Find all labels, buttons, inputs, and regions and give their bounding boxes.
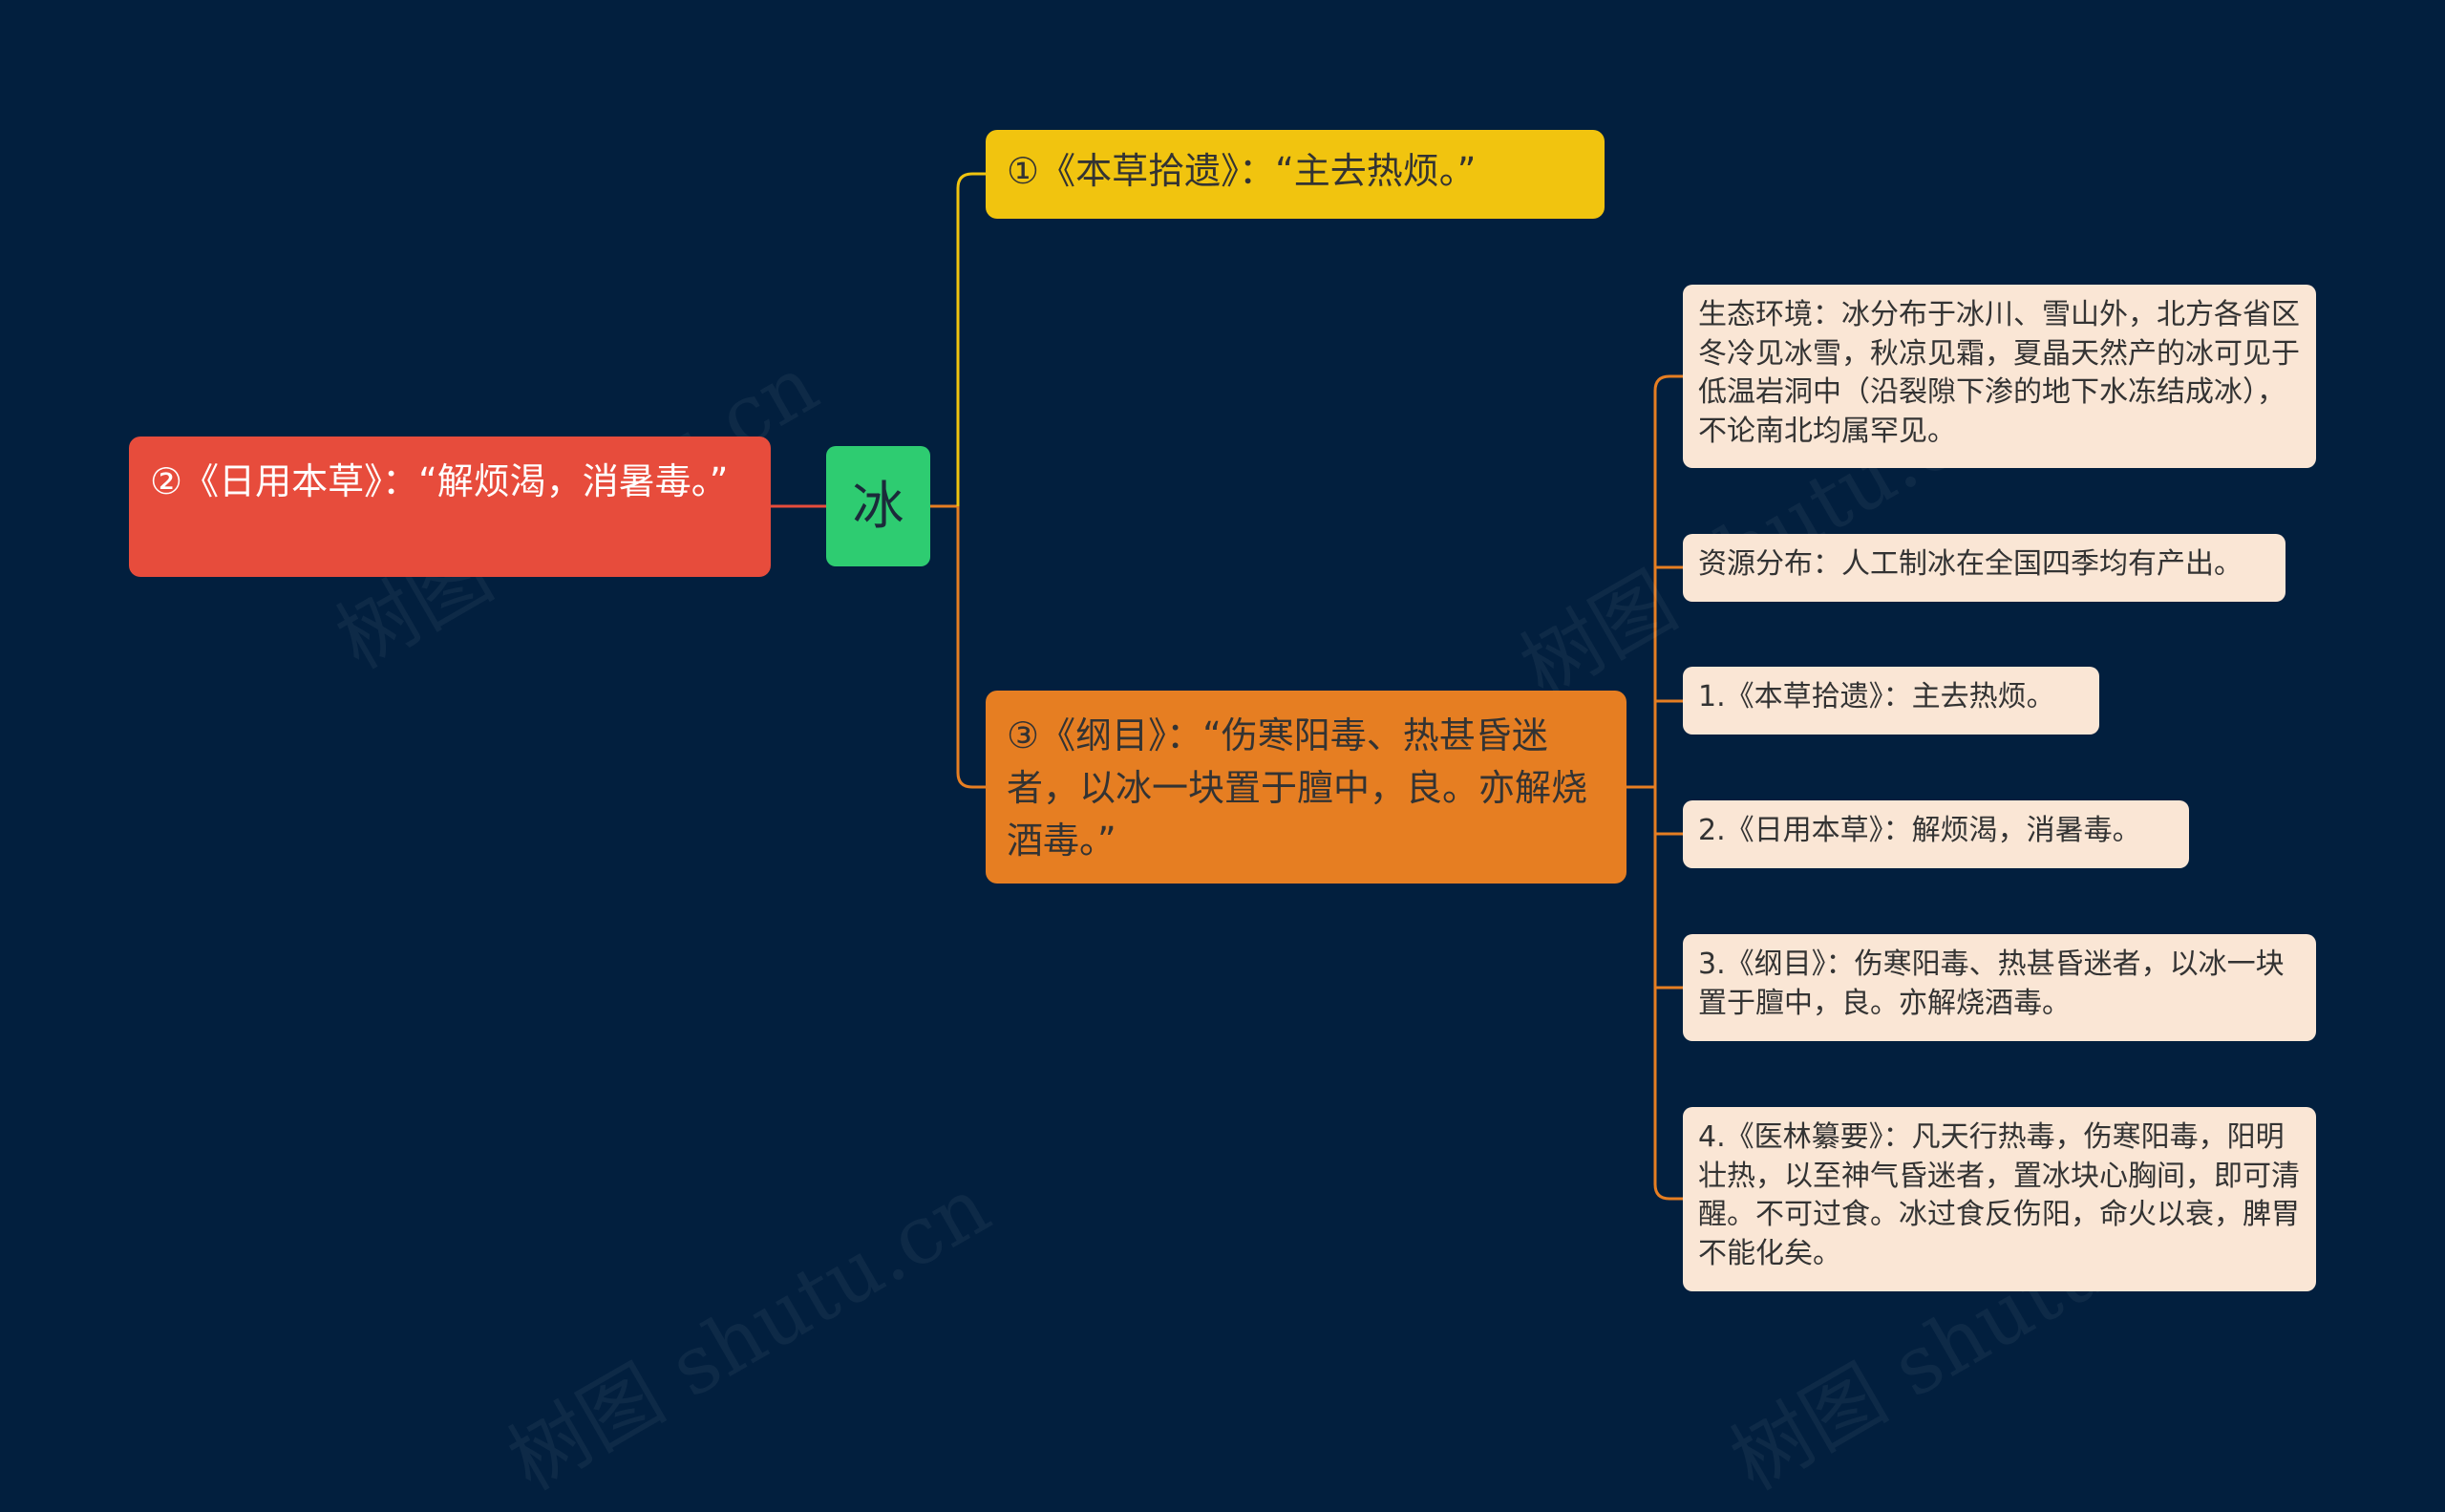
leaf-ecology[interactable]: 生态环境：冰分布于冰川、雪山外，北方各省区冬冷见冰雪，秋凉见霜，夏晶天然产的冰可… [1683,285,2316,468]
leaf-ref-2[interactable]: 2.《日用本草》：解烦渴，消暑毒。 [1683,800,2189,868]
leaf-distribution[interactable]: 资源分布：人工制冰在全国四季均有产出。 [1683,534,2286,602]
connector-lines [771,172,1683,1201]
leaf-ref-3[interactable]: 3.《纲目》：伤寒阳毒、热甚昏迷者，以冰一块置于膻中，良。亦解烧酒毒。 [1683,934,2316,1041]
branch-riyong-bencao[interactable]: ②《日用本草》：“解烦渴，消暑毒。” [129,437,771,577]
branch-bencao-shiyi[interactable]: ①《本草拾遗》：“主去热烦。” [986,130,1605,219]
leaf-ref-1[interactable]: 1.《本草拾遗》：主去热烦。 [1683,667,2099,735]
leaf-ref-4[interactable]: 4.《医林纂要》：凡天行热毒，伤寒阳毒，阳明壮热，以至神气昏迷者，置冰块心胸间，… [1683,1107,2316,1291]
branch-gangmu[interactable]: ③《纲目》：“伤寒阳毒、热甚昏迷者，以冰一块置于膻中，良。亦解烧酒毒。” [986,691,1626,884]
central-topic[interactable]: 冰 [826,446,930,566]
mindmap-canvas: 树图 shutu.cn 树图 shutu.cn 树图 shutu.cn 树图 s… [129,130,2316,1508]
